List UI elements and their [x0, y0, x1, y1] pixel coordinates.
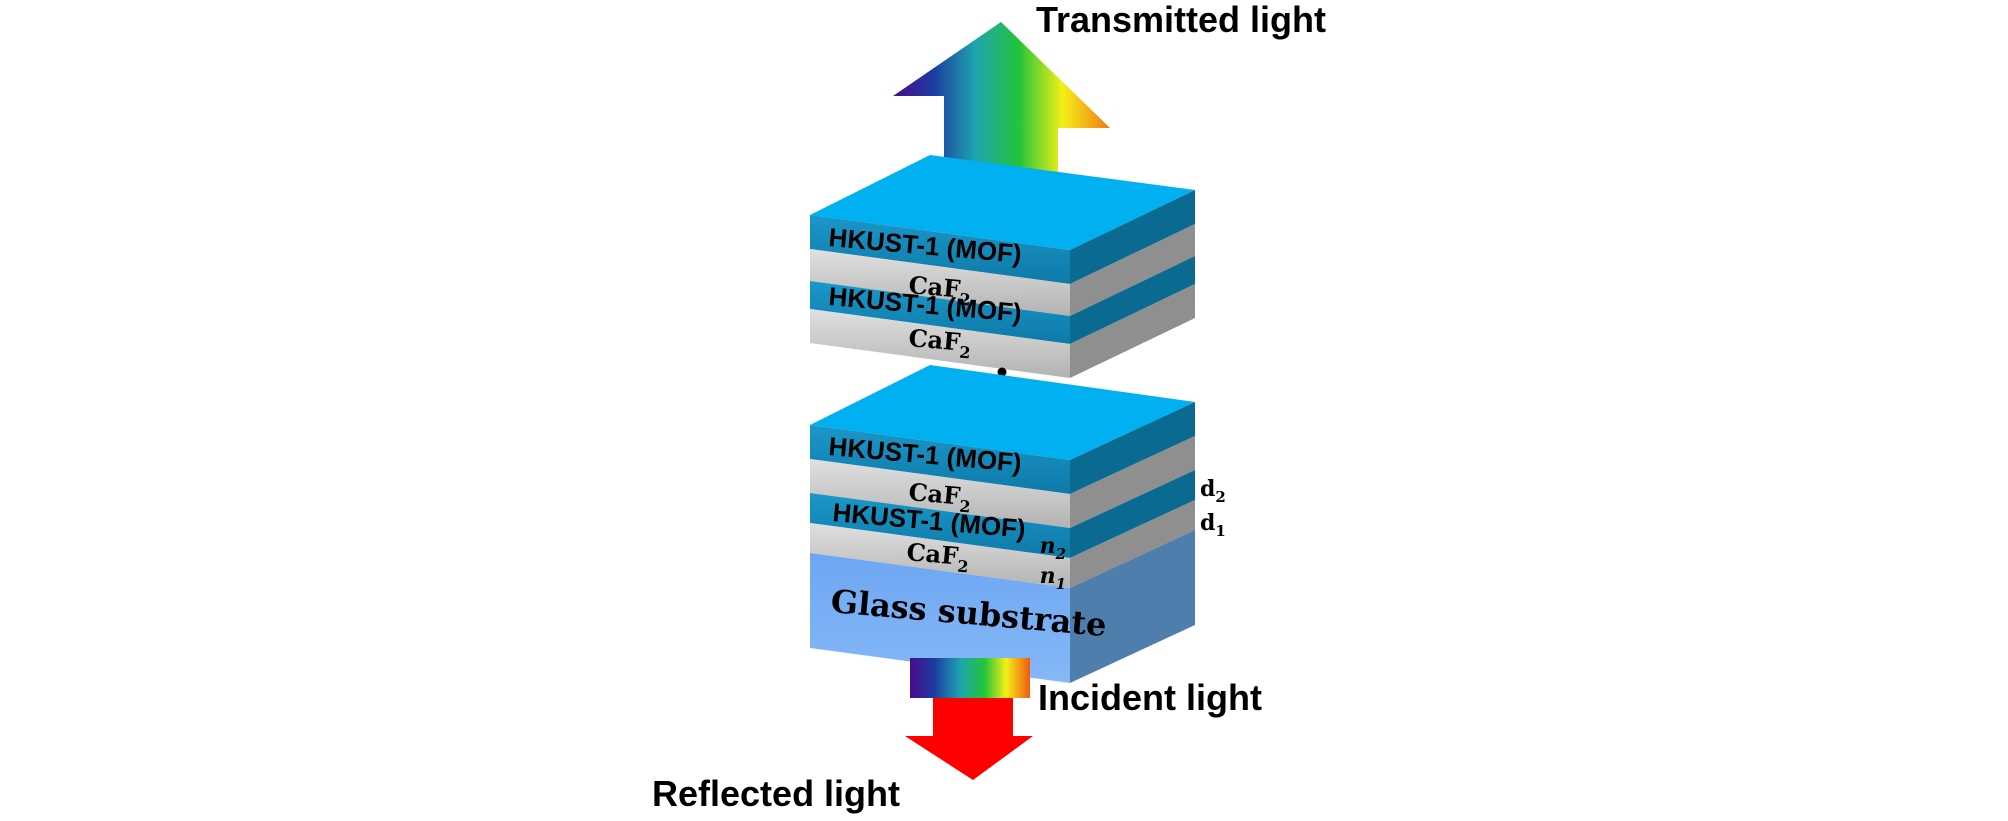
transmitted-light-label: Transmitted light — [1036, 0, 1326, 40]
lower-caf2-label-1: CaF2 — [907, 477, 973, 516]
lower-mof-layer-2 — [810, 493, 1070, 558]
incident-light-label: Incident light — [1038, 677, 1262, 718]
d1-label: d1 — [1200, 510, 1226, 540]
n2-label: n2 — [1040, 533, 1066, 563]
upper-stack: HKUST-1 (MOF) CaF2 HKUST-1 (MOF) CaF2 — [810, 155, 1195, 378]
lower-mof-layer-1 — [810, 425, 1070, 494]
upper-mof-layer-2 — [810, 281, 1070, 344]
upper-caf2-layer-1 — [810, 249, 1070, 316]
glass-substrate-side — [1070, 530, 1195, 683]
lower-caf2-label-2: CaF2 — [905, 537, 971, 576]
lower-caf2-layer-1 — [810, 459, 1070, 528]
upper-stack-top-face — [810, 155, 1195, 250]
d2-label: d2 — [1200, 476, 1226, 506]
reflected-light-label: Reflected light — [652, 773, 900, 814]
reflected-light-arrow — [905, 698, 1033, 780]
upper-mof-layer-1 — [810, 215, 1070, 284]
lower-caf2-layer-2 — [810, 523, 1070, 588]
glass-substrate-front — [810, 553, 1070, 683]
incident-light-bar — [910, 658, 1030, 698]
lower-stack-top-face — [810, 365, 1195, 460]
lower-stack: HKUST-1 (MOF) CaF2 HKUST-1 (MOF) CaF2 Gl… — [810, 365, 1195, 683]
upper-caf2-layer-2 — [810, 309, 1070, 378]
n1-label: n1 — [1040, 563, 1066, 593]
upper-caf2-label-1: CaF2 — [907, 270, 973, 309]
transmitted-light-arrow — [893, 22, 1110, 190]
upper-caf2-label-2: CaF2 — [907, 323, 973, 362]
